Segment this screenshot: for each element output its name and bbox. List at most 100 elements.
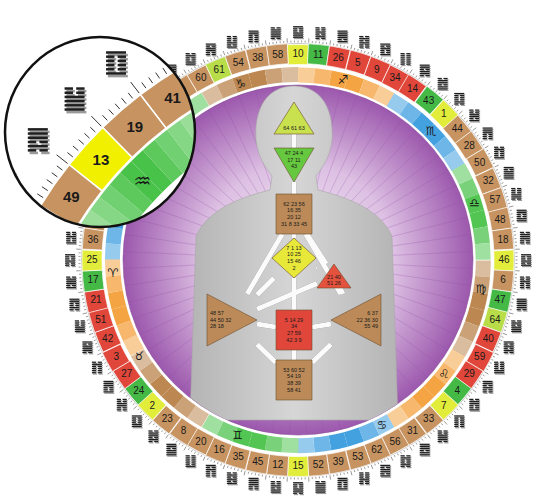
segment-fill	[298, 437, 315, 453]
gate-cell: 6	[493, 274, 513, 287]
gate-number: 9	[374, 65, 380, 75]
center-gates: 54 19	[287, 373, 301, 380]
hexagram-symbol	[206, 465, 217, 478]
zodiac-segment: ♋	[374, 418, 390, 433]
energy-center: 48 5744 50 3228 18	[207, 294, 257, 346]
text-holder: 5	[348, 56, 368, 69]
gate-number: 29	[464, 369, 475, 379]
hexagram-symbol	[483, 127, 494, 140]
gate-number: 13	[93, 152, 110, 167]
text-holder: 1	[434, 108, 454, 121]
hexagram-symbol	[227, 472, 238, 485]
center-gates: 62 23 56	[283, 201, 304, 208]
segment-fill	[246, 46, 270, 70]
gate-number: 5	[355, 58, 361, 68]
hexagram-symbol	[494, 147, 505, 160]
zodiac-segment: ♐	[335, 73, 351, 88]
text-holder: 8	[174, 425, 194, 438]
gate-cell: 39	[328, 456, 348, 469]
text-holder: 61	[209, 63, 229, 76]
text-holder: 59	[470, 351, 490, 364]
segment-fill	[266, 44, 288, 66]
gate-number: 12	[272, 460, 283, 470]
zodiac-symbol: ♏	[426, 125, 437, 137]
text-holder: 33	[419, 413, 439, 426]
hexagram-symbol	[420, 65, 431, 78]
channel-line	[257, 324, 276, 327]
gate-number: 18	[497, 235, 508, 245]
gate-cell: 42	[98, 332, 118, 345]
hexagram-symbol	[469, 109, 480, 122]
segment-fill	[264, 68, 282, 85]
segment-fill	[308, 44, 330, 66]
center-gates: 22 36 30	[357, 317, 378, 324]
channel-line	[316, 265, 317, 270]
gate-number: 57	[490, 195, 501, 205]
center-gates: 58 41	[287, 387, 301, 394]
hexagram-symbol	[483, 381, 494, 394]
text-holder: 42	[98, 332, 118, 345]
text-holder: 2	[142, 399, 162, 412]
segment-fill	[494, 249, 514, 270]
gate-cell: 15	[288, 460, 308, 473]
text-holder: 53 60 5254 1938 3958 41	[276, 360, 312, 400]
text-holder: ♐	[335, 73, 351, 88]
segment-fill	[82, 249, 102, 270]
gate-number: 62	[371, 445, 382, 455]
hexagram-symbol	[469, 399, 480, 412]
gate-cell: 17	[83, 274, 103, 287]
text-holder: ♏	[423, 124, 439, 139]
gate-cell: 51	[91, 313, 111, 326]
segment-fill	[488, 208, 512, 232]
hexagram-symbol	[511, 188, 522, 201]
hexagram-symbol	[400, 53, 411, 66]
segment-fill	[329, 70, 348, 88]
channel-line	[292, 350, 297, 360]
hexagram-symbol	[400, 455, 411, 468]
text-holder: 44	[447, 123, 467, 136]
hexagram-symbol	[293, 26, 304, 39]
inset-gate-cells	[17, 44, 243, 267]
text-holder: 49	[56, 187, 86, 207]
gate-cell: 35	[228, 451, 248, 464]
gate-cell: 4	[447, 384, 467, 397]
zodiac-symbol: ♊	[232, 429, 243, 441]
inset-hexagrams	[0, 0, 274, 299]
zodiac-symbol: ♈	[108, 267, 119, 279]
gate-cell: 8	[174, 425, 194, 438]
center-fill	[207, 294, 257, 346]
gate-number: 2	[150, 401, 156, 411]
channel-line	[292, 182, 297, 194]
radial-lines	[123, 85, 473, 435]
segment-fill	[470, 210, 488, 229]
channel-line	[257, 278, 274, 295]
center-gates: 47 24 4	[285, 150, 303, 157]
gate-number: 16	[214, 445, 225, 455]
text-holder: 34	[385, 72, 405, 85]
gate-number: 32	[483, 176, 494, 186]
gate-number: 44	[452, 124, 463, 134]
gate-number: 50	[474, 158, 485, 168]
text-holder: 6	[493, 274, 513, 287]
text-holder: 16	[209, 444, 229, 457]
hexagram-symbol	[504, 167, 515, 180]
text-holder: 52	[308, 459, 328, 472]
hexagram-symbol	[359, 36, 370, 49]
center-gates: 27 59	[287, 330, 301, 337]
center-gates: 7 1 13	[286, 245, 301, 252]
text-holder: ♌	[436, 367, 452, 382]
gate-number: 6	[500, 275, 506, 285]
segment-fill	[287, 44, 308, 64]
hexagram-symbol	[420, 444, 431, 457]
zodiac-segment: ♑	[233, 76, 249, 91]
gate-cell: 38	[248, 51, 268, 64]
gate-number: 48	[494, 215, 505, 225]
text-holder: 64 61 63	[274, 102, 314, 134]
gate-number: 52	[313, 460, 324, 470]
center-fill	[331, 294, 381, 346]
gate-cell: 19	[120, 116, 150, 136]
hexagram-symbol	[494, 362, 505, 375]
gate-cell: 26	[328, 51, 348, 64]
gate-number: 25	[86, 255, 97, 265]
gate-cell: 36	[83, 233, 103, 246]
